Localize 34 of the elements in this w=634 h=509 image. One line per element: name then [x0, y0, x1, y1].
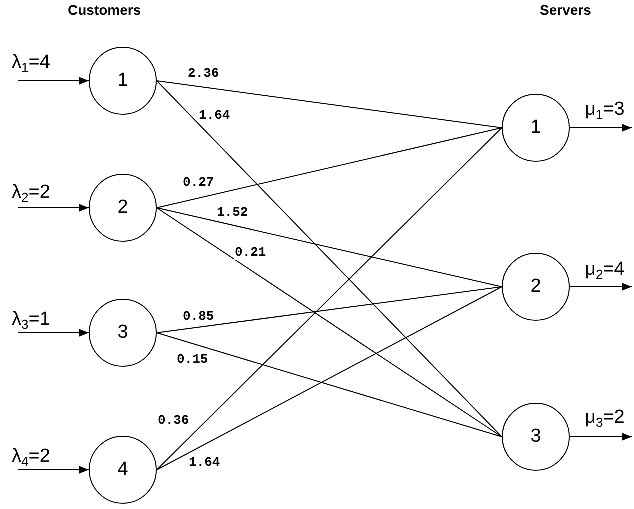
flow-arrow	[570, 124, 632, 132]
connector-line	[156, 80, 502, 128]
rate-label: λ$_{3}$=1	[12, 309, 50, 331]
connector-line	[156, 208, 502, 288]
node-number: 1	[118, 70, 128, 92]
connector-line	[156, 332, 502, 438]
connector-line	[156, 128, 502, 470]
rate-label: λ$_{4}$=2	[12, 446, 50, 468]
flow-arrow	[18, 466, 90, 474]
node-number: 4	[118, 459, 128, 481]
column-heading: Servers	[540, 2, 592, 18]
column-heading: Customers	[68, 2, 142, 18]
connector-line	[156, 286, 502, 334]
connector-line	[156, 80, 502, 438]
connector-line	[156, 128, 502, 208]
rate-label: λ$_{2}$=2	[12, 182, 50, 204]
rate-label: μ$_{3}$=2	[585, 407, 625, 429]
edge-label: 1.64	[198, 108, 232, 123]
rate-label: λ$_{1}$=4	[12, 52, 50, 74]
connector-line	[156, 208, 502, 438]
node-number: 2	[118, 197, 128, 219]
rate-label: μ$_{1}$=3	[585, 99, 625, 121]
flow-arrow	[18, 77, 90, 85]
node-number: 3	[530, 426, 542, 448]
flow-arrow	[570, 433, 632, 441]
rate-label: μ$_{2}$=4	[585, 259, 625, 281]
edge-label: 0.21	[234, 245, 268, 260]
flow-arrow	[18, 329, 90, 337]
node-number: 1	[530, 117, 542, 139]
flow-arrow	[570, 283, 632, 291]
flow-arrow	[18, 204, 90, 212]
connector-line	[156, 286, 502, 470]
node-number: 3	[118, 322, 128, 344]
node-number: 2	[530, 276, 542, 298]
